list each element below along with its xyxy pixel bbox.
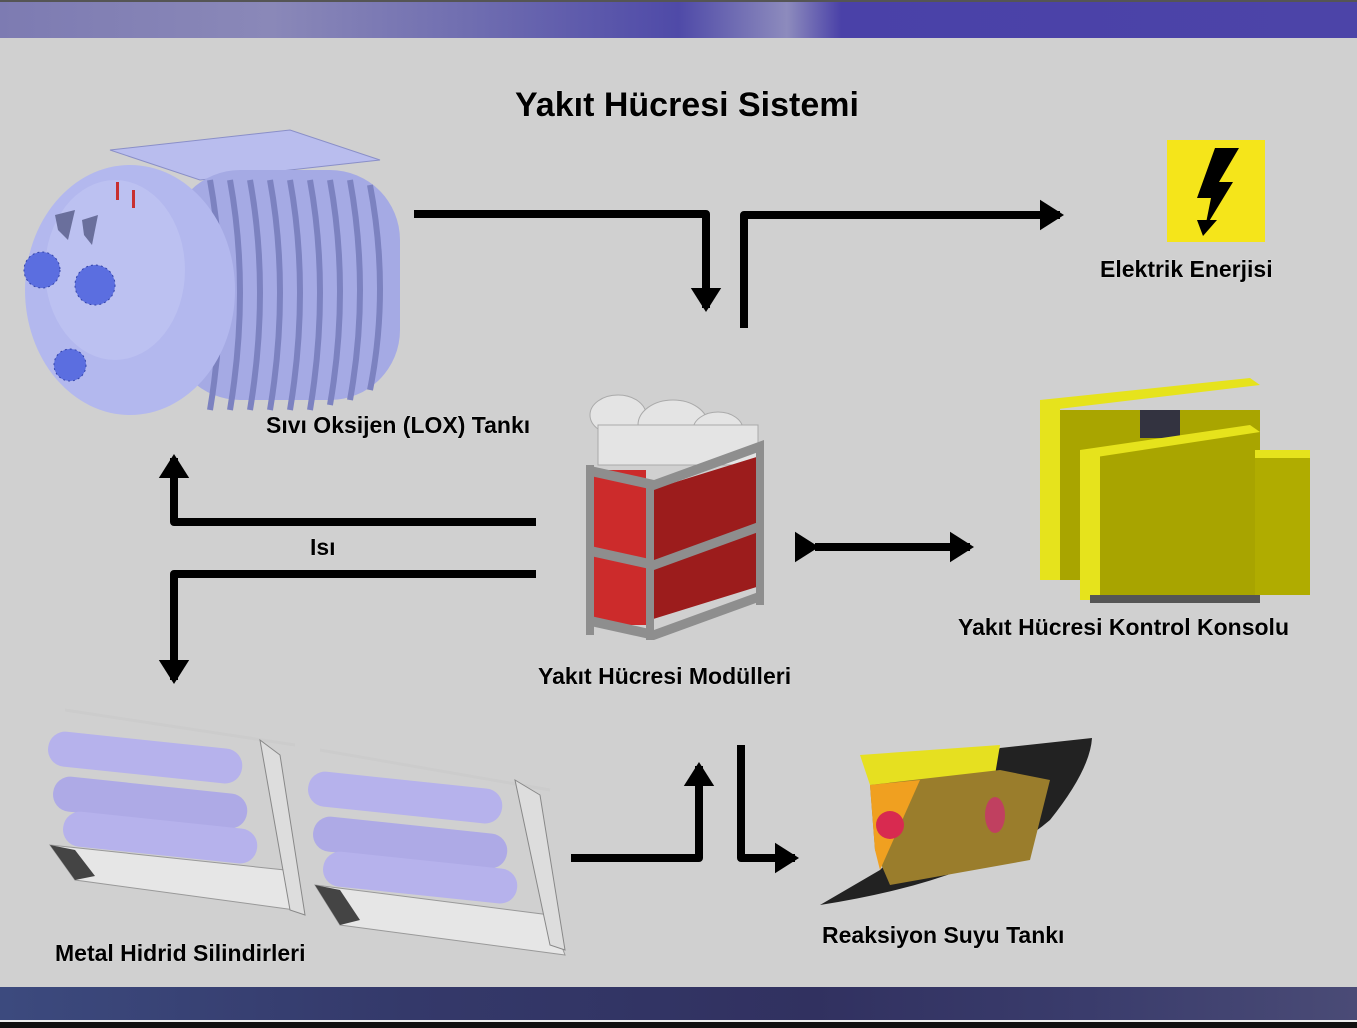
diagram-title: Yakıt Hücresi Sistemi — [515, 86, 859, 124]
fuel-cell-modules-image — [586, 394, 764, 640]
header-band — [0, 0, 1357, 38]
fuel-cell-modules-label: Yakıt Hücresi Modülleri — [538, 663, 792, 689]
arrow-modules-to-water — [737, 745, 799, 874]
metal-hydride-label: Metal Hidrid Silindirleri — [55, 940, 306, 966]
reaction-water-tank-label: Reaksiyon Suyu Tankı — [822, 922, 1065, 948]
footer-strip — [0, 1020, 1357, 1028]
electric-energy-label: Elektrik Enerjisi — [1100, 256, 1273, 282]
cylinder-rack-left — [48, 708, 306, 916]
control-console-image — [1040, 378, 1310, 603]
cylinder-rack-right — [308, 748, 566, 956]
lox-tank-label: Sıvı Oksijen (LOX) Tankı — [266, 412, 531, 438]
lox-tank-image — [23, 129, 400, 415]
arrow-hydride-to-modules — [571, 762, 715, 862]
arrow-heat-to-hydride — [158, 570, 536, 684]
control-console-label: Yakıt Hücresi Kontrol Konsolu — [958, 614, 1289, 640]
lightning-bolt-icon — [1167, 140, 1265, 242]
arrow-heat-to-lox — [158, 454, 536, 526]
metal-hydride-cylinders-image — [48, 708, 566, 956]
heat-label: Isı — [310, 534, 336, 560]
reaction-water-tank-image — [820, 738, 1092, 905]
footer-band — [0, 987, 1357, 1020]
arrow-modules-to-electric — [740, 199, 1064, 328]
arrow-lox-to-modules — [414, 210, 722, 312]
